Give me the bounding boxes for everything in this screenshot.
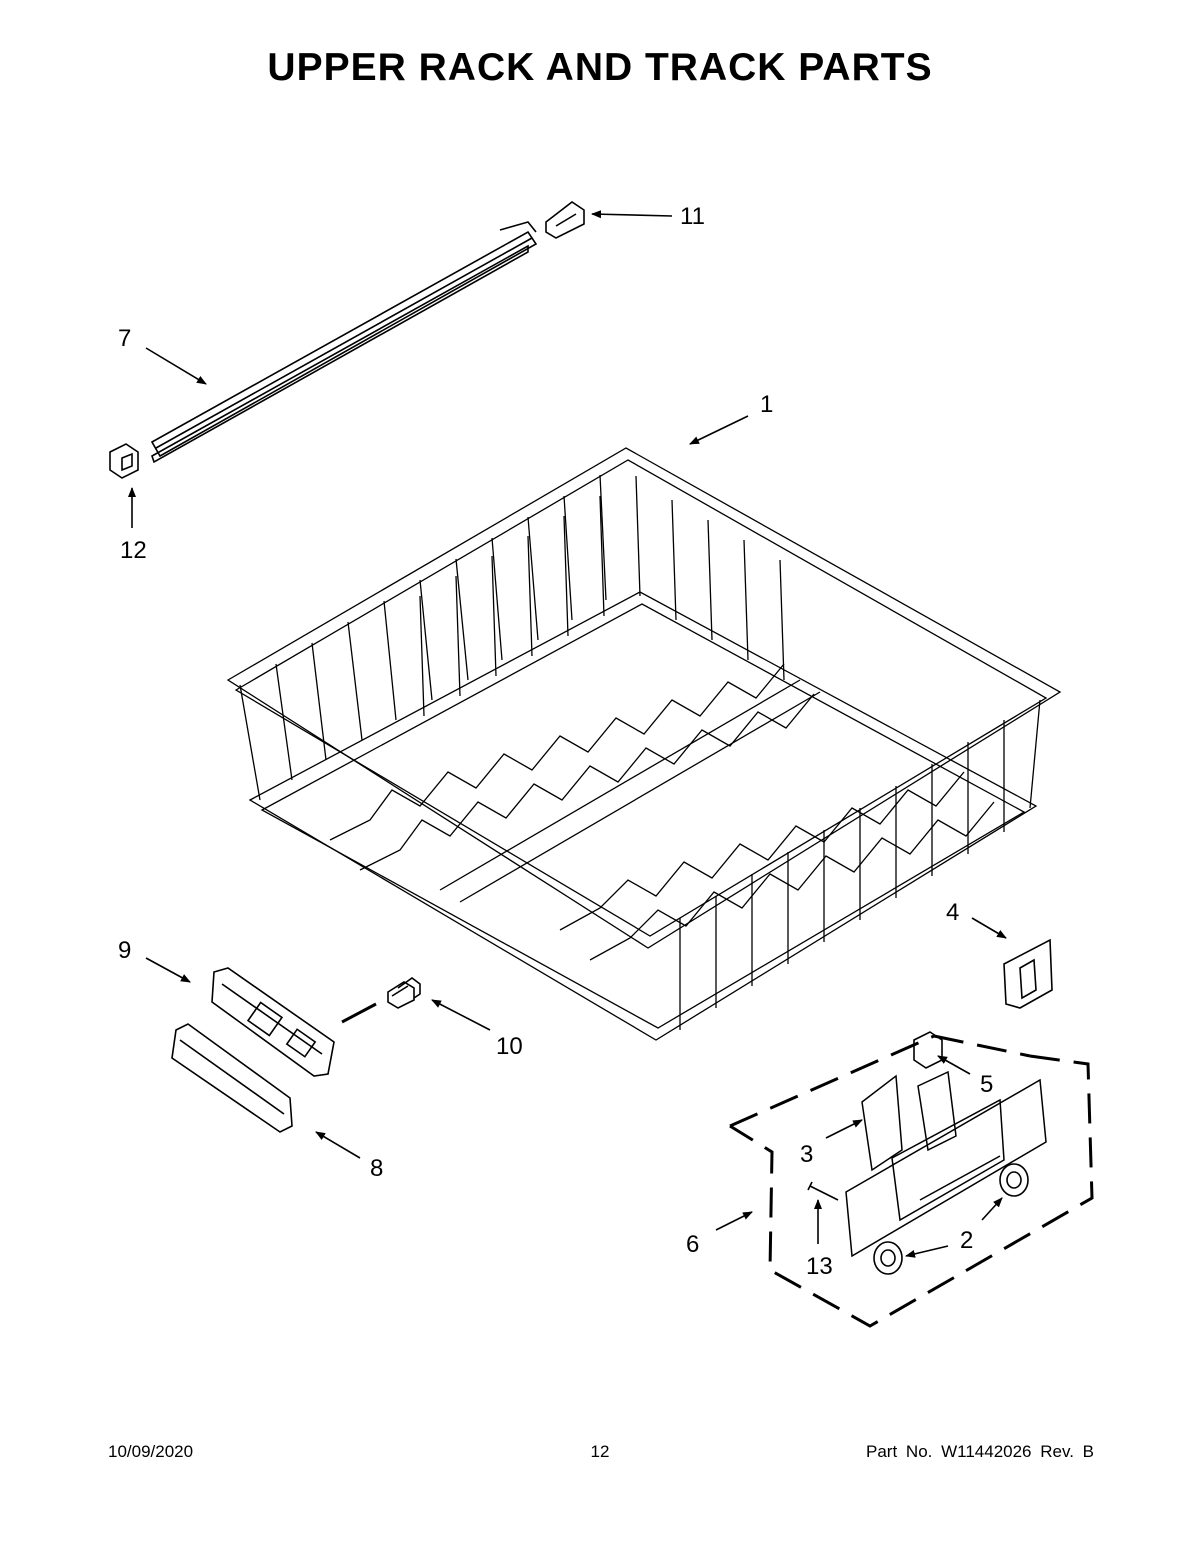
arrow-6 bbox=[715, 1211, 753, 1231]
callout-4: 4 bbox=[946, 899, 959, 926]
callout-6: 6 bbox=[686, 1231, 699, 1258]
track-end-cap-part bbox=[545, 201, 585, 239]
footer-page-number: 12 bbox=[590, 1442, 610, 1461]
adjuster-body-part bbox=[845, 1070, 1047, 1258]
arrow-1 bbox=[689, 415, 749, 445]
upper-dish-rack-part bbox=[226, 447, 1062, 1041]
arrow-7 bbox=[145, 347, 207, 385]
screw-part bbox=[341, 977, 421, 1024]
footer-date: 10/09/2020 bbox=[108, 1442, 194, 1461]
arrow-5 bbox=[937, 1055, 971, 1075]
adjuster-assembly-outline bbox=[729, 1034, 1094, 1328]
adjuster-clip-part bbox=[1003, 938, 1053, 1009]
arrow-8 bbox=[315, 1131, 361, 1159]
callout-1: 1 bbox=[760, 391, 773, 418]
track-rail-part bbox=[150, 221, 538, 464]
callout-13: 13 bbox=[806, 1253, 833, 1280]
wheel-part bbox=[873, 1163, 1029, 1275]
arrow-10 bbox=[431, 999, 491, 1031]
arrow-9 bbox=[145, 957, 191, 983]
small-screw-part bbox=[807, 1181, 839, 1201]
callout-9: 9 bbox=[118, 937, 131, 964]
track-stop-clip-part bbox=[109, 443, 139, 479]
arrow-4 bbox=[971, 917, 1007, 939]
handle-cover-part bbox=[171, 1023, 293, 1133]
arrow-3 bbox=[825, 1119, 863, 1139]
rack-handle-part bbox=[211, 967, 335, 1077]
callout-8: 8 bbox=[370, 1155, 383, 1182]
arrow-2b bbox=[905, 1245, 949, 1258]
arrow-11 bbox=[591, 210, 673, 219]
callout-2: 2 bbox=[960, 1227, 973, 1254]
callout-labels: 1 2 3 4 5 6 7 8 9 10 11 12 13 bbox=[118, 203, 993, 1280]
page-title: UPPER RACK AND TRACK PARTS bbox=[267, 46, 933, 89]
latch-part bbox=[913, 1031, 943, 1069]
callout-10: 10 bbox=[496, 1033, 523, 1060]
leader-arrows bbox=[128, 210, 1007, 1258]
callout-7: 7 bbox=[118, 325, 131, 352]
callout-5: 5 bbox=[980, 1071, 993, 1098]
callout-12: 12 bbox=[120, 537, 147, 564]
arrow-2a bbox=[981, 1197, 1003, 1221]
footer-part-number: Part No. W11442026 Rev. B bbox=[866, 1442, 1094, 1461]
callout-11: 11 bbox=[680, 203, 705, 230]
callout-3: 3 bbox=[800, 1141, 813, 1168]
